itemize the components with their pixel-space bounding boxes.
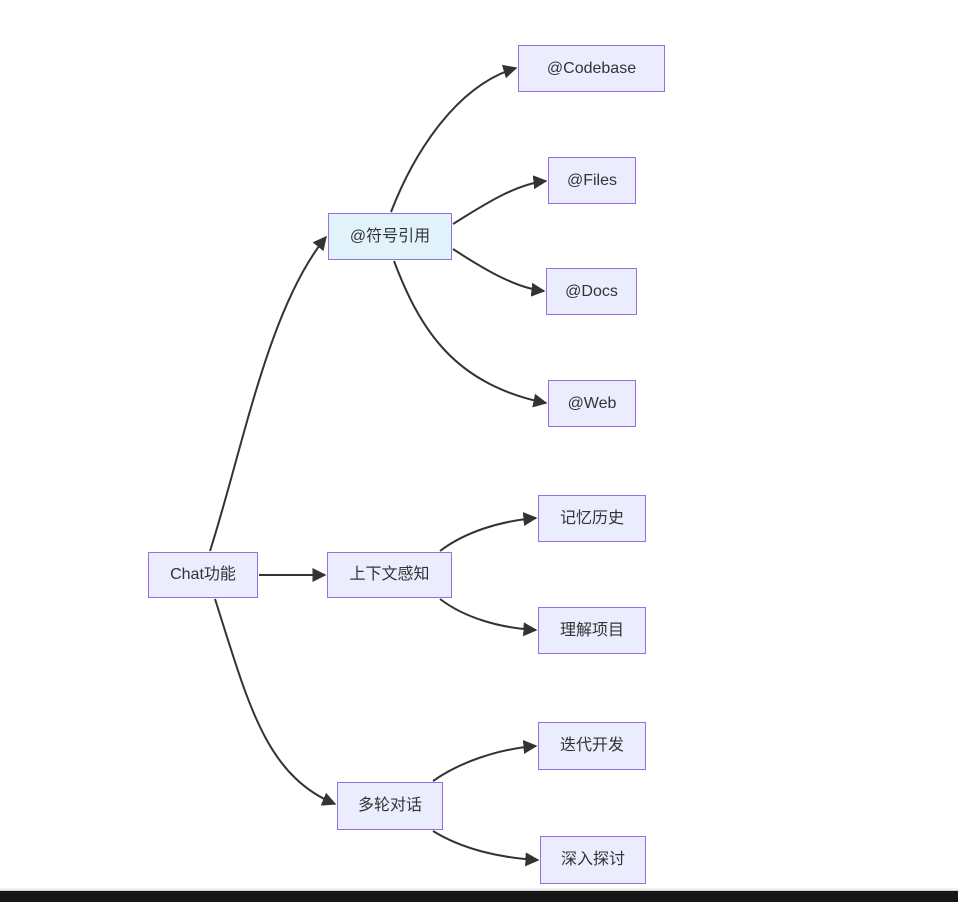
- bottom-divider: [0, 888, 958, 890]
- edge-b0-c00: [390, 64, 518, 213]
- node-files: @Files: [548, 157, 636, 204]
- node-docs: @Docs: [546, 268, 637, 315]
- node-memory-history: 记忆历史: [538, 495, 646, 542]
- node-web-label: @Web: [567, 394, 617, 412]
- node-multi-turn-dialog: 多轮对话: [337, 782, 443, 830]
- edge-b0-c02: [452, 248, 546, 297]
- node-understand-project: 理解项目: [538, 607, 646, 654]
- node-deep-discussion: 深入探讨: [540, 836, 646, 884]
- node-chat-root: Chat功能: [148, 552, 258, 598]
- node-web: @Web: [548, 380, 636, 427]
- node-deep-discussion-label: 深入探讨: [560, 851, 625, 869]
- node-chat-root-label: Chat功能: [170, 566, 236, 584]
- node-memory-history-label: 记忆历史: [559, 509, 624, 527]
- node-iterative-development: 迭代开发: [538, 722, 646, 770]
- edge-b2-c20: [432, 740, 538, 782]
- node-understand-project-label: 理解项目: [559, 621, 624, 639]
- dock-edge-bar: [0, 890, 958, 902]
- node-at-symbol-reference-label: @符号引用: [349, 227, 431, 245]
- node-codebase: @Codebase: [518, 45, 665, 92]
- edge-b1-c11: [439, 598, 538, 637]
- node-multi-turn-dialog-label: 多轮对话: [357, 797, 422, 815]
- node-files-label: @Files: [566, 171, 618, 189]
- edge-b0-c01: [452, 175, 548, 225]
- node-docs-label: @Docs: [565, 282, 618, 300]
- edge-root-b2: [214, 598, 337, 806]
- edge-b0-c03: [393, 260, 548, 408]
- node-codebase-label: @Codebase: [546, 59, 637, 77]
- edge-b2-c21: [432, 830, 540, 867]
- edge-b1-c10: [439, 512, 538, 552]
- node-context-awareness-label: 上下文感知: [349, 566, 430, 584]
- node-iterative-development-label: 迭代开发: [559, 737, 624, 755]
- node-at-symbol-reference: @符号引用: [328, 213, 452, 260]
- edge-root-b0: [209, 235, 327, 552]
- node-context-awareness: 上下文感知: [327, 552, 452, 598]
